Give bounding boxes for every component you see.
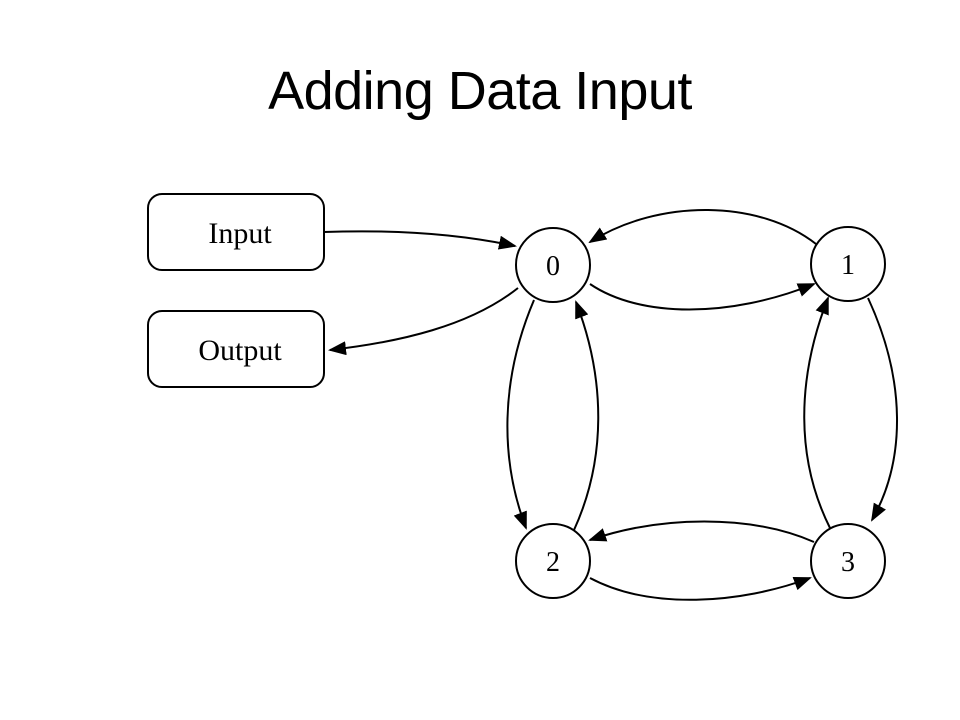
node-0-label: 0	[546, 251, 560, 282]
output-box: Output	[147, 310, 325, 388]
input-box-label: Input	[208, 217, 272, 250]
node-3: 3	[810, 523, 886, 599]
node-2-label: 2	[546, 547, 560, 578]
edge-2-to-0	[573, 300, 600, 531]
node-2: 2	[515, 523, 591, 599]
edges	[323, 209, 898, 601]
edge-0-to-2	[506, 299, 535, 530]
edge-2-to-3	[589, 577, 812, 601]
edge-1-to-3	[867, 297, 898, 522]
input-box: Input	[147, 193, 325, 271]
edge-0-to-output	[328, 287, 519, 356]
edge-0-to-1	[589, 283, 816, 311]
edge-1-to-0	[588, 209, 817, 245]
node-1: 1	[810, 226, 886, 302]
edge-input-to-0	[323, 230, 517, 250]
output-box-label: Output	[198, 334, 282, 367]
node-1-label: 1	[841, 250, 855, 281]
slide-title: Adding Data Input	[268, 61, 692, 121]
node-3-label: 3	[841, 547, 855, 578]
edge-3-to-1	[803, 296, 831, 529]
edge-3-to-2	[588, 520, 815, 543]
node-0: 0	[515, 227, 591, 303]
